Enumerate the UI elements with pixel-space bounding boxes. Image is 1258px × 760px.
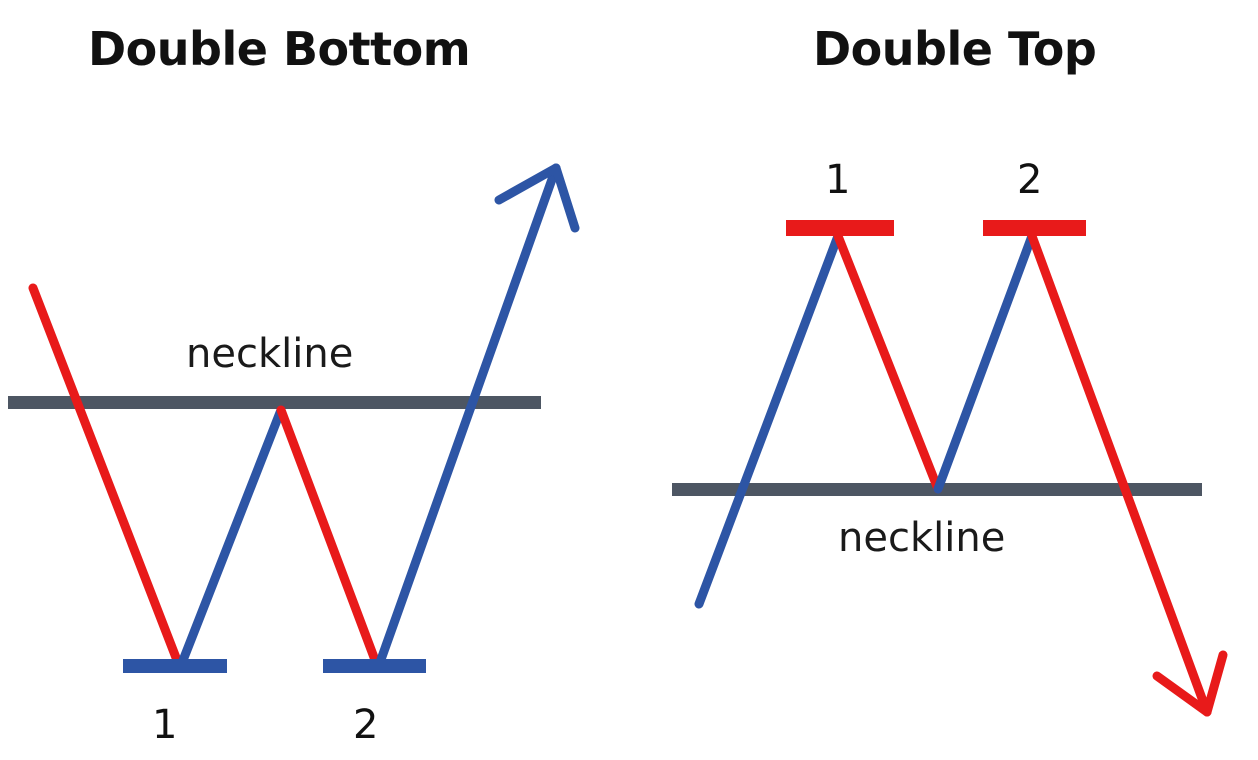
support-bar-2 (323, 659, 426, 673)
neckline-bar (8, 396, 541, 409)
double-top-neckline-label: neckline (838, 515, 1006, 561)
double-top-point-label-2: 2 (1017, 157, 1043, 203)
segment-breakdown-selloff (1027, 231, 1212, 717)
resistance-bar-1 (786, 220, 894, 236)
breakout-arrowhead-up-icon (494, 163, 580, 233)
double-top-svg (672, 220, 1228, 717)
segment-rally-to-neckline (175, 405, 286, 673)
double-top-title: Double Top (813, 22, 1097, 76)
double-bottom-neckline-label: neckline (186, 331, 354, 377)
double-top-panel: Double Top neckline 1 2 (629, 0, 1258, 760)
support-bar-1 (123, 659, 227, 673)
double-bottom-svg (8, 163, 580, 673)
double-bottom-panel: Double Bottom neckline 1 2 (8, 22, 580, 748)
resistance-bar-2 (983, 220, 1086, 236)
double-bottom-title: Double Bottom (88, 22, 471, 76)
breakdown-arrowhead-down-icon (1152, 650, 1228, 717)
segment-decline-to-bottom-2 (276, 405, 383, 673)
segment-initial-uptrend (694, 231, 843, 609)
double-bottom-point-label-1: 1 (152, 702, 178, 748)
segment-rally-to-top-2 (933, 231, 1037, 494)
double-top-point-label-1: 1 (825, 157, 851, 203)
segment-breakout-rally (373, 163, 561, 673)
segment-initial-downtrend (28, 283, 185, 673)
double-bottom-point-label-2: 2 (353, 702, 379, 748)
segment-decline-to-neckline (833, 231, 943, 494)
